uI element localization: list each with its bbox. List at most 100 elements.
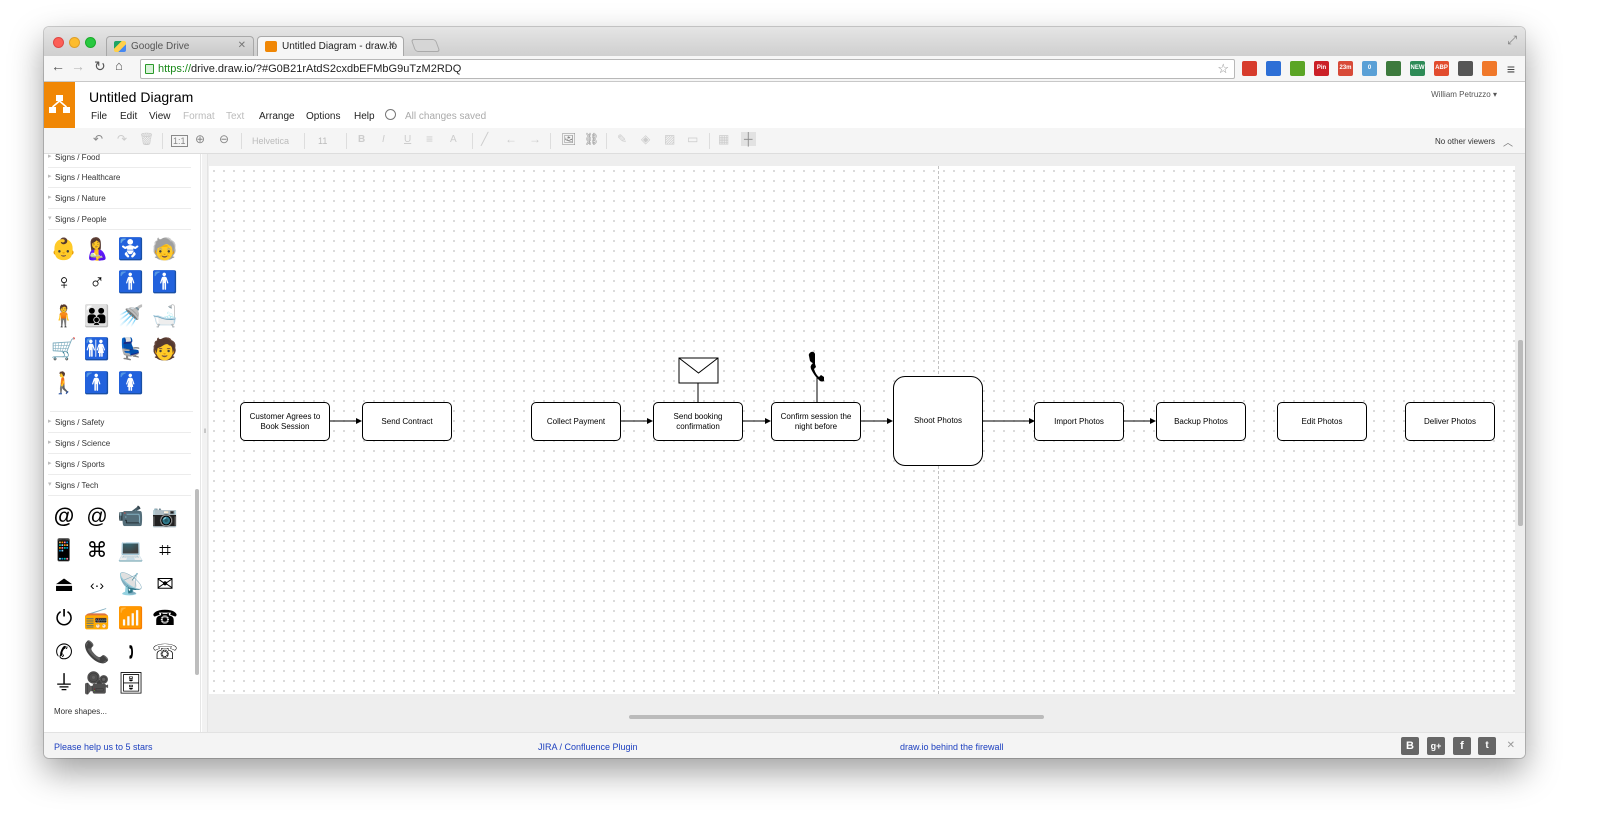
library-signs-food[interactable]: Signs / Food xyxy=(48,154,191,168)
at-sign-bold-icon[interactable]: @ xyxy=(53,505,75,528)
undo-icon[interactable]: ↶ xyxy=(93,132,104,146)
close-tab-icon[interactable]: ✕ xyxy=(387,40,396,51)
node-send-contract[interactable]: Send Contract xyxy=(362,402,452,441)
phone-icon[interactable]: 📞 xyxy=(83,641,111,664)
calendar-ext-icon[interactable]: 0 xyxy=(1362,61,1377,76)
menu-view[interactable]: View xyxy=(149,111,171,122)
restroom-icon[interactable]: 🚻 xyxy=(83,338,111,361)
actual-size-icon[interactable]: 1:1 xyxy=(171,135,188,147)
gradient-icon[interactable]: ▨ xyxy=(664,132,676,146)
zoom-window-icon[interactable] xyxy=(85,37,96,48)
walking-man-icon[interactable]: 🚶 xyxy=(50,372,78,395)
network-arrows-icon[interactable]: ‹·› xyxy=(90,577,104,593)
caregiver-icon[interactable]: 🧑 xyxy=(151,338,179,361)
delete-icon[interactable]: 🗑 xyxy=(139,132,155,146)
back-icon[interactable]: ← xyxy=(51,58,65,74)
sidebar-splitter[interactable]: ‖ xyxy=(202,154,208,732)
ringing-phone-icon[interactable]: 🕽 xyxy=(127,641,135,664)
close-tab-icon[interactable]: ✕ xyxy=(237,40,246,51)
man-figure-icon[interactable]: 🚹 xyxy=(117,271,145,294)
library-signs-science[interactable]: Signs / Science xyxy=(48,434,191,454)
menu-file[interactable]: File xyxy=(91,111,108,122)
female-symbol-icon[interactable]: ♀ xyxy=(56,271,72,294)
man-icon[interactable]: 🚹 xyxy=(83,372,111,395)
eject-icon[interactable]: ⏏ xyxy=(54,573,74,596)
insert-image-icon[interactable]: 🖼 xyxy=(561,132,577,146)
library-signs-tech[interactable]: Signs / Tech xyxy=(48,476,191,496)
collapse-toolbar-icon[interactable]: ︿ xyxy=(1503,138,1513,149)
user-menu[interactable]: William Petruzzo ▾ xyxy=(1431,90,1497,99)
node-confirm-session[interactable]: Confirm session the night before xyxy=(771,402,861,441)
camera-icon[interactable]: 📷 xyxy=(151,505,179,528)
font-color-icon[interactable]: A xyxy=(450,134,457,145)
handset-icon[interactable]: ☎ xyxy=(151,607,179,630)
zoom-out-icon[interactable]: ⊖ xyxy=(219,132,230,146)
fill-color-icon[interactable]: ◈ xyxy=(641,132,651,146)
shadow-icon[interactable]: ▭ xyxy=(687,132,699,146)
tab-drawio[interactable]: Untitled Diagram - draw.io ✕ xyxy=(257,36,404,56)
node-collect-payment[interactable]: Collect Payment xyxy=(531,402,621,441)
new-tab-button[interactable] xyxy=(410,39,441,52)
family-icon[interactable]: 👪 xyxy=(83,305,111,328)
connector-line-icon[interactable]: ╱ xyxy=(481,132,489,146)
library-signs-sports[interactable]: Signs / Sports xyxy=(48,455,191,475)
radio-icon[interactable]: 📻 xyxy=(83,607,111,630)
antenna-icon[interactable]: 📡 xyxy=(117,573,145,596)
timer-ext-icon[interactable]: 23m xyxy=(1338,61,1353,76)
phone-ext-icon[interactable] xyxy=(1266,61,1281,76)
library-signs-nature[interactable]: Signs / Nature xyxy=(48,189,191,209)
puzzle-ext-icon[interactable] xyxy=(1386,61,1401,76)
man-figure-alt-icon[interactable]: 🚹 xyxy=(151,271,179,294)
baby-change-icon[interactable]: 👶 xyxy=(50,238,78,261)
node-customer-agrees[interactable]: Customer Agrees to Book Session xyxy=(240,402,330,441)
menu-format[interactable]: Format xyxy=(183,111,215,122)
telephone-shape-icon[interactable] xyxy=(808,351,824,382)
elderly-icon[interactable]: 🧓 xyxy=(151,238,179,261)
jira-plugin-link[interactable]: JIRA / Confluence Plugin xyxy=(538,742,638,752)
italic-icon[interactable]: I xyxy=(382,134,385,145)
redo-icon[interactable]: ↷ xyxy=(117,132,128,146)
bathtub-icon[interactable]: 🛁 xyxy=(151,305,179,328)
blogger-icon[interactable]: B xyxy=(1401,737,1419,755)
stroller-icon[interactable]: 🛒 xyxy=(50,338,78,361)
language-globe-icon[interactable] xyxy=(385,109,396,120)
evernote-icon[interactable] xyxy=(1290,61,1305,76)
library-signs-healthcare[interactable]: Signs / Healthcare xyxy=(48,168,191,188)
nursing-icon[interactable]: 🤱 xyxy=(83,238,111,261)
rss-feed-icon[interactable]: 📶 xyxy=(117,607,145,630)
envelope-icon[interactable]: ✉ xyxy=(156,573,174,596)
pocket-icon[interactable] xyxy=(1458,61,1473,76)
library-signs-safety[interactable]: Signs / Safety xyxy=(48,413,191,433)
guides-icon[interactable]: ┼ xyxy=(741,132,756,146)
arrow-start-icon[interactable]: ← xyxy=(505,132,517,146)
fire-ext-icon[interactable] xyxy=(1482,61,1497,76)
menu-help[interactable]: Help xyxy=(354,111,375,122)
align-icon[interactable]: ≡ xyxy=(426,132,434,146)
node-deliver-photos[interactable]: Deliver Photos xyxy=(1405,402,1495,441)
crop-icon[interactable]: ⌗ xyxy=(159,539,171,562)
menu-text[interactable]: Text xyxy=(226,111,245,122)
menu-arrange[interactable]: Arrange xyxy=(259,111,295,122)
envelope-shape-icon[interactable] xyxy=(678,357,719,384)
node-import-photos[interactable]: Import Photos xyxy=(1034,402,1124,441)
shower-icon[interactable]: 🚿 xyxy=(117,305,145,328)
bold-icon[interactable]: B xyxy=(358,134,366,145)
power-icon[interactable]: ⏻ xyxy=(55,607,73,630)
changing-table-icon[interactable]: 🚼 xyxy=(117,238,145,261)
mobile-phone-icon[interactable]: 📱 xyxy=(50,539,78,562)
handset-alt-icon[interactable]: ☏ xyxy=(151,641,179,664)
twitter-icon[interactable]: t xyxy=(1478,737,1496,755)
video-camera-icon[interactable]: 📹 xyxy=(117,505,145,528)
font-family-select[interactable]: Helvetica xyxy=(252,136,290,146)
bookmark-star-icon[interactable]: ☆ xyxy=(1217,61,1229,76)
video-icon[interactable]: 🎥 xyxy=(83,672,111,695)
diagram-canvas[interactable]: Customer Agrees to Book Session Send Con… xyxy=(209,166,1515,694)
at-sign-icon[interactable]: @ xyxy=(86,505,108,528)
minimize-window-icon[interactable] xyxy=(69,37,80,48)
reload-icon[interactable]: ↻ xyxy=(94,58,106,74)
font-size-select[interactable]: 11 xyxy=(318,136,328,146)
more-shapes-link[interactable]: More shapes... xyxy=(54,707,107,716)
sidebar-scrollbar[interactable] xyxy=(195,489,199,675)
menu-options[interactable]: Options xyxy=(306,111,341,122)
command-key-icon[interactable]: ⌘ xyxy=(86,539,108,562)
